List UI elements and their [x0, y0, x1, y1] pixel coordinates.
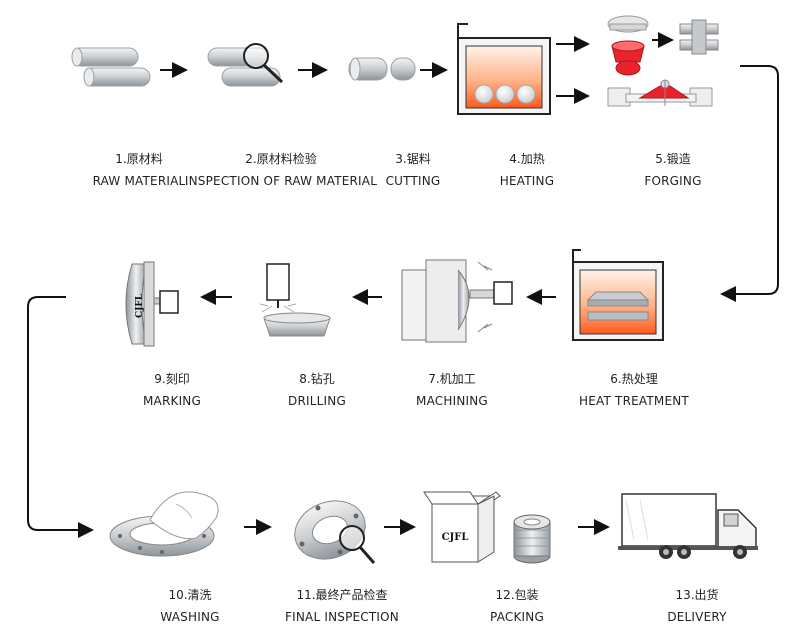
cutting-icon: [348, 57, 416, 81]
flow-arrows: [27, 32, 779, 538]
marking-icon: CJFL: [125, 261, 179, 347]
step-title-en: WASHING: [160, 610, 220, 624]
step-title-cn: 8.钻孔: [299, 372, 335, 386]
inspection-icon: [207, 43, 284, 87]
step-label-3: 3.锯料 CUTTING: [313, 148, 513, 192]
step-label-13: 13.出货 DELIVERY: [597, 584, 797, 628]
step-label-9: 9.刻印 MARKING: [72, 368, 272, 412]
step-label-11: 11.最终产品检查 FINAL INSPECTION: [242, 584, 442, 628]
arrow-5-6: [720, 65, 779, 302]
step-title-en: MARKING: [143, 394, 201, 408]
step-title-cn: 1.原材料: [115, 152, 163, 166]
step-label-1: 1.原材料 RAW MATERIAL: [39, 148, 239, 192]
step-title-cn: 10.清洗: [168, 588, 212, 602]
truck-icon: [618, 493, 758, 559]
furnace-icon: [457, 23, 551, 115]
step-label-8: 8.钻孔 DRILLING: [217, 368, 417, 412]
step-title-en: RAW MATERIAL: [92, 174, 186, 188]
step-title-cn: 13.出货: [675, 588, 719, 602]
step-title-en: FINAL INSPECTION: [285, 610, 399, 624]
step-title-cn: 12.包装: [495, 588, 539, 602]
machining-icon: [401, 259, 513, 343]
step-title-en: FORGING: [644, 174, 702, 188]
step-title-en: PACKING: [490, 610, 544, 624]
step-title-en: HEAT TREATMENT: [579, 394, 689, 408]
final-inspection-icon: [294, 500, 376, 564]
step-title-en: MACHINING: [416, 394, 488, 408]
step-title-cn: 6.热处理: [610, 372, 658, 386]
stacked-flanges: [513, 514, 551, 564]
drilling-icon: [259, 263, 331, 337]
heat-treatment-icon: [572, 249, 664, 341]
raw-material-icon: [71, 47, 151, 87]
step-title-cn: 9.刻印: [154, 372, 190, 386]
step-title-en: DELIVERY: [667, 610, 727, 624]
step-title-en: HEATING: [499, 174, 555, 188]
step-title-cn: 11.最终产品检查: [296, 588, 388, 602]
arrow-9-10: [27, 296, 94, 538]
packing-icon: CJFL: [423, 491, 551, 564]
step-label-2: 2.原材料检验 INSPECTION OF RAW MATERIAL: [181, 148, 381, 192]
step-title-cn: 4.加热: [509, 152, 545, 166]
step-label-6: 6.热处理 HEAT TREATMENT: [534, 368, 734, 412]
step-title-cn: 7.机加工: [428, 372, 476, 386]
step-title-en: CUTTING: [385, 174, 441, 188]
step-title-cn: 5.锻造: [655, 152, 691, 166]
step-label-7: 7.机加工 MACHINING: [352, 368, 552, 412]
step-title-cn: 3.锯料: [395, 152, 431, 166]
washing-icon: [109, 491, 219, 557]
step-label-10: 10.清洗 WASHING: [90, 584, 290, 628]
step-title-en: INSPECTION OF RAW MATERIAL: [184, 174, 378, 188]
step-title-cn: 2.原材料检验: [245, 152, 317, 166]
step-title-en: DRILLING: [288, 394, 346, 408]
step-label-5: 5.锻造 FORGING: [573, 148, 773, 192]
step-label-12: 12.包装 PACKING: [417, 584, 617, 628]
stamp-mark: CJFL: [135, 293, 145, 318]
forging-icon: [607, 15, 719, 107]
box-mark: CJFL: [442, 532, 469, 543]
step-label-4: 4.加热 HEATING: [427, 148, 627, 192]
